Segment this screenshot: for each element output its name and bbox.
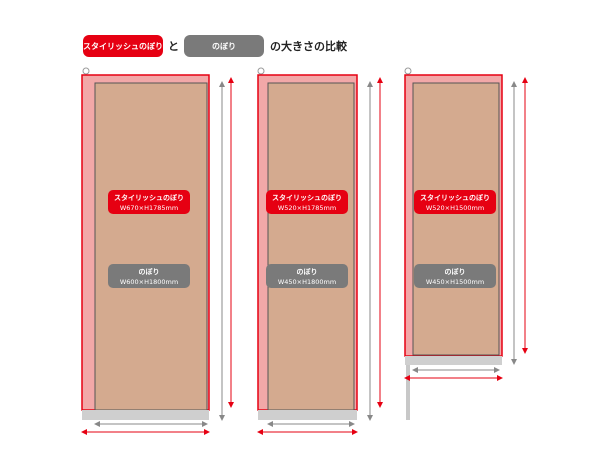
connector-text: と <box>168 40 179 53</box>
base-strip <box>405 356 502 365</box>
stylish-badge-size: W670×H1785mm <box>120 204 178 212</box>
comparison-title: の大きさの比較 <box>270 40 347 53</box>
header: スタイリッシュのぼり と のぼり の大きさの比較 <box>0 0 600 70</box>
base-strip <box>82 410 209 420</box>
stylish-badge-name: スタイリッシュのぼり <box>114 193 184 202</box>
nobori-banner <box>267 82 355 411</box>
nobori-size-badge <box>414 264 496 288</box>
nobori-legend-badge: のぼり <box>184 35 264 57</box>
nobori-badge-name: のぼり <box>297 267 318 276</box>
nobori-badge-size: W450×H1500mm <box>426 278 484 286</box>
flag-group-3: スタイリッシュのぼり W520×H1500mm のぼり W450×H1500mm <box>404 67 528 420</box>
stylish-nobori-legend-badge: スタイリッシュのぼり <box>83 35 163 57</box>
stylish-badge-name: スタイリッシュのぼり <box>272 193 342 202</box>
stylish-badge-name: スタイリッシュのぼり <box>420 193 490 202</box>
base-strip <box>258 410 357 420</box>
nobori-badge-name: のぼり <box>139 267 160 276</box>
nobori-size-badge <box>266 264 348 288</box>
pole-top-icon <box>257 67 265 75</box>
nobori-badge-name: のぼり <box>445 267 466 276</box>
stylish-size-badge <box>108 190 190 214</box>
stylish-badge-size: W520×H1785mm <box>278 204 336 212</box>
nobori-size-badge <box>108 264 190 288</box>
stylish-badge-size: W520×H1500mm <box>426 204 484 212</box>
pole-top-icon <box>82 67 90 75</box>
nobori-badge-size: W450×H1800mm <box>278 278 336 286</box>
pole-top-icon <box>404 67 412 75</box>
stylish-size-badge <box>266 190 348 214</box>
nobori-banner <box>94 82 208 411</box>
flag-group-1: スタイリッシュのぼり W670×H1785mm のぼり W600×H1800mm <box>81 67 234 435</box>
nobori-badge-size: W600×H1800mm <box>120 278 178 286</box>
stylish-size-badge <box>414 190 496 214</box>
flag-group-2: スタイリッシュのぼり W520×H1785mm のぼり W450×H1800mm <box>257 67 383 435</box>
nobori-banner <box>412 82 500 356</box>
